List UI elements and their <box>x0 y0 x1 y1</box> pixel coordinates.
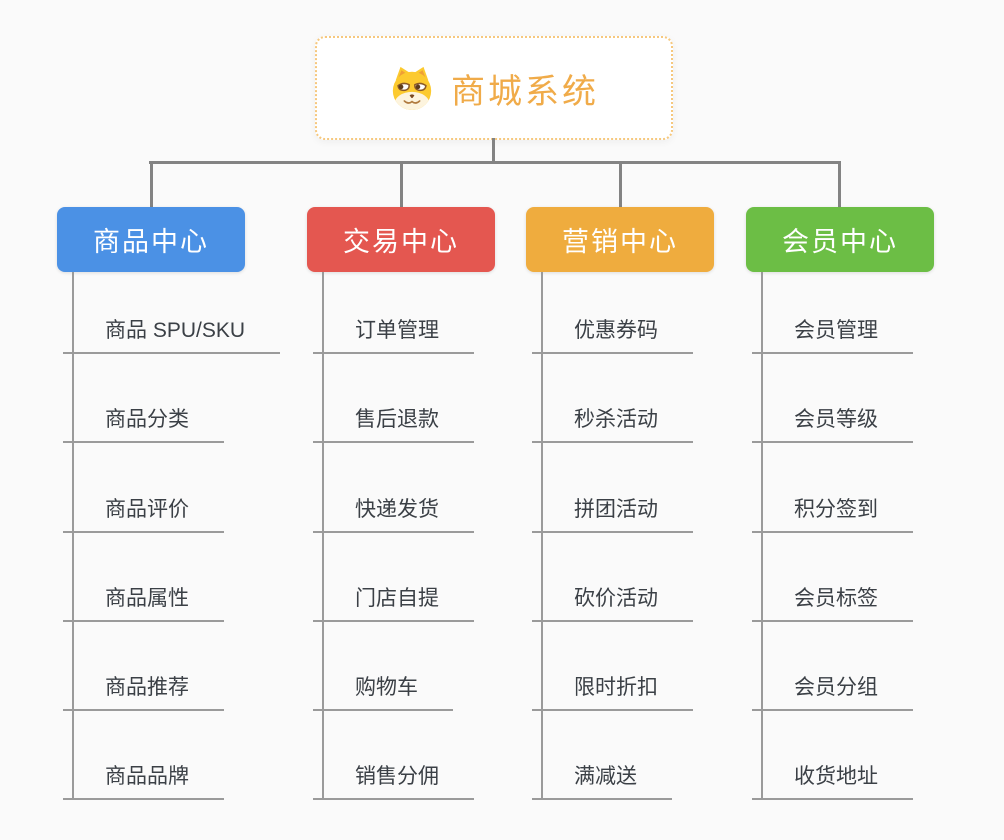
leaf-node[interactable]: 满减送 <box>532 762 672 800</box>
branch-column-product-center: 商品中心 商品 SPU/SKU 商品分类 商品评价 商品属性 商品推荐 商品品牌 <box>57 207 317 807</box>
connector-drop-marketing <box>619 161 622 207</box>
leaf-node[interactable]: 商品推荐 <box>63 673 224 711</box>
leaf-node[interactable]: 收货地址 <box>752 762 913 800</box>
connector-root-stem <box>492 138 495 163</box>
leaf-node[interactable]: 商品分类 <box>63 405 224 443</box>
leaf-node[interactable]: 销售分佣 <box>313 762 474 800</box>
branch-rail <box>322 272 324 800</box>
branch-column-trade-center: 交易中心 订单管理 售后退款 快递发货 门店自提 购物车 销售分佣 <box>307 207 567 807</box>
branch-rail <box>541 272 543 800</box>
shiba-dog-icon <box>389 65 435 111</box>
branch-rail <box>72 272 74 800</box>
branch-column-member-center: 会员中心 会员管理 会员等级 积分签到 会员标签 会员分组 收货地址 <box>746 207 1004 807</box>
branch-node-member-center[interactable]: 会员中心 <box>746 207 934 272</box>
leaf-node[interactable]: 商品品牌 <box>63 762 224 800</box>
leaf-node[interactable]: 快递发货 <box>313 495 474 533</box>
branch-rail <box>761 272 763 800</box>
leaf-node[interactable]: 订单管理 <box>313 316 474 354</box>
branch-column-marketing-center: 营销中心 优惠券码 秒杀活动 拼团活动 砍价活动 限时折扣 满减送 <box>526 207 786 807</box>
branch-node-product-center[interactable]: 商品中心 <box>57 207 245 272</box>
branch-label: 会员中心 <box>782 227 898 257</box>
branch-node-marketing-center[interactable]: 营销中心 <box>526 207 714 272</box>
branch-label: 营销中心 <box>562 227 678 257</box>
leaf-node[interactable]: 会员标签 <box>752 584 913 622</box>
leaf-node[interactable]: 会员等级 <box>752 405 913 443</box>
root-title: 商城系统 <box>451 72 599 111</box>
leaf-node[interactable]: 秒杀活动 <box>532 405 693 443</box>
leaf-node[interactable]: 拼团活动 <box>532 495 693 533</box>
leaf-node[interactable]: 砍价活动 <box>532 584 693 622</box>
leaf-node[interactable]: 优惠券码 <box>532 316 693 354</box>
leaf-node[interactable]: 售后退款 <box>313 405 474 443</box>
mindmap-root-node[interactable]: 商城系统 <box>315 36 673 140</box>
leaf-node[interactable]: 会员管理 <box>752 316 913 354</box>
leaf-node[interactable]: 购物车 <box>313 673 453 711</box>
leaf-node[interactable]: 商品属性 <box>63 584 224 622</box>
leaf-node[interactable]: 限时折扣 <box>532 673 693 711</box>
branch-label: 交易中心 <box>343 227 459 257</box>
leaf-node[interactable]: 商品 SPU/SKU <box>63 316 281 354</box>
leaf-node[interactable]: 商品评价 <box>63 495 224 533</box>
leaf-node[interactable]: 积分签到 <box>752 495 913 533</box>
branch-label: 商品中心 <box>93 227 209 257</box>
leaf-node[interactable]: 门店自提 <box>313 584 474 622</box>
branch-node-trade-center[interactable]: 交易中心 <box>307 207 495 272</box>
connector-drop-product <box>150 161 153 207</box>
connector-horizontal-bar <box>149 161 841 164</box>
leaf-node[interactable]: 会员分组 <box>752 673 913 711</box>
connector-drop-member <box>838 161 841 207</box>
connector-drop-trade <box>400 161 403 207</box>
